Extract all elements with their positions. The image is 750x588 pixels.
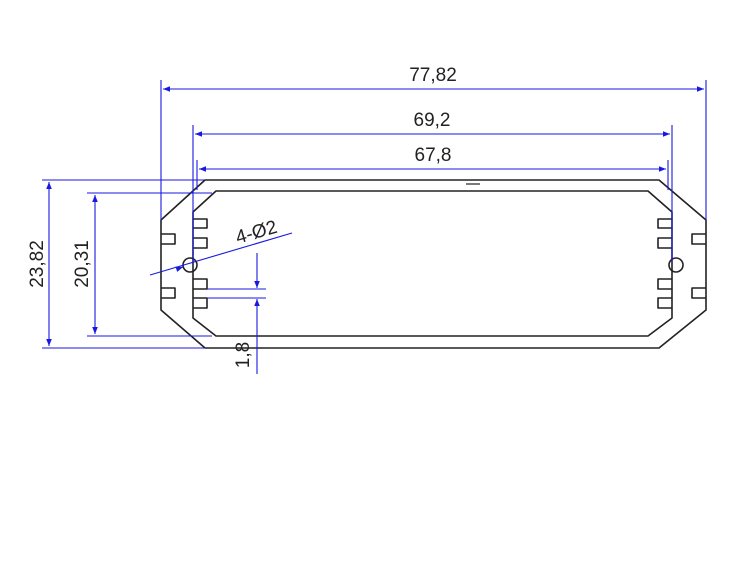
inner-contour [192, 190, 673, 337]
dim-label-width-mid: 69,2 [414, 110, 451, 131]
profile-outline [160, 179, 707, 349]
dim-label-wall-thickness: 1,8 [233, 342, 254, 368]
dim-label-overall-height: 23,82 [27, 240, 48, 288]
screw-hole-right [668, 257, 684, 273]
left-fins [161, 218, 208, 309]
dim-line-hole-leader [149, 232, 293, 276]
outer-contour [160, 179, 707, 349]
dim-label-inner-height: 20,31 [72, 240, 93, 288]
dimension-lines [42, 80, 707, 374]
dim-label-overall-width: 77,82 [409, 65, 457, 86]
dim-label-inner-width: 67,8 [415, 145, 452, 166]
right-fins [657, 218, 706, 309]
